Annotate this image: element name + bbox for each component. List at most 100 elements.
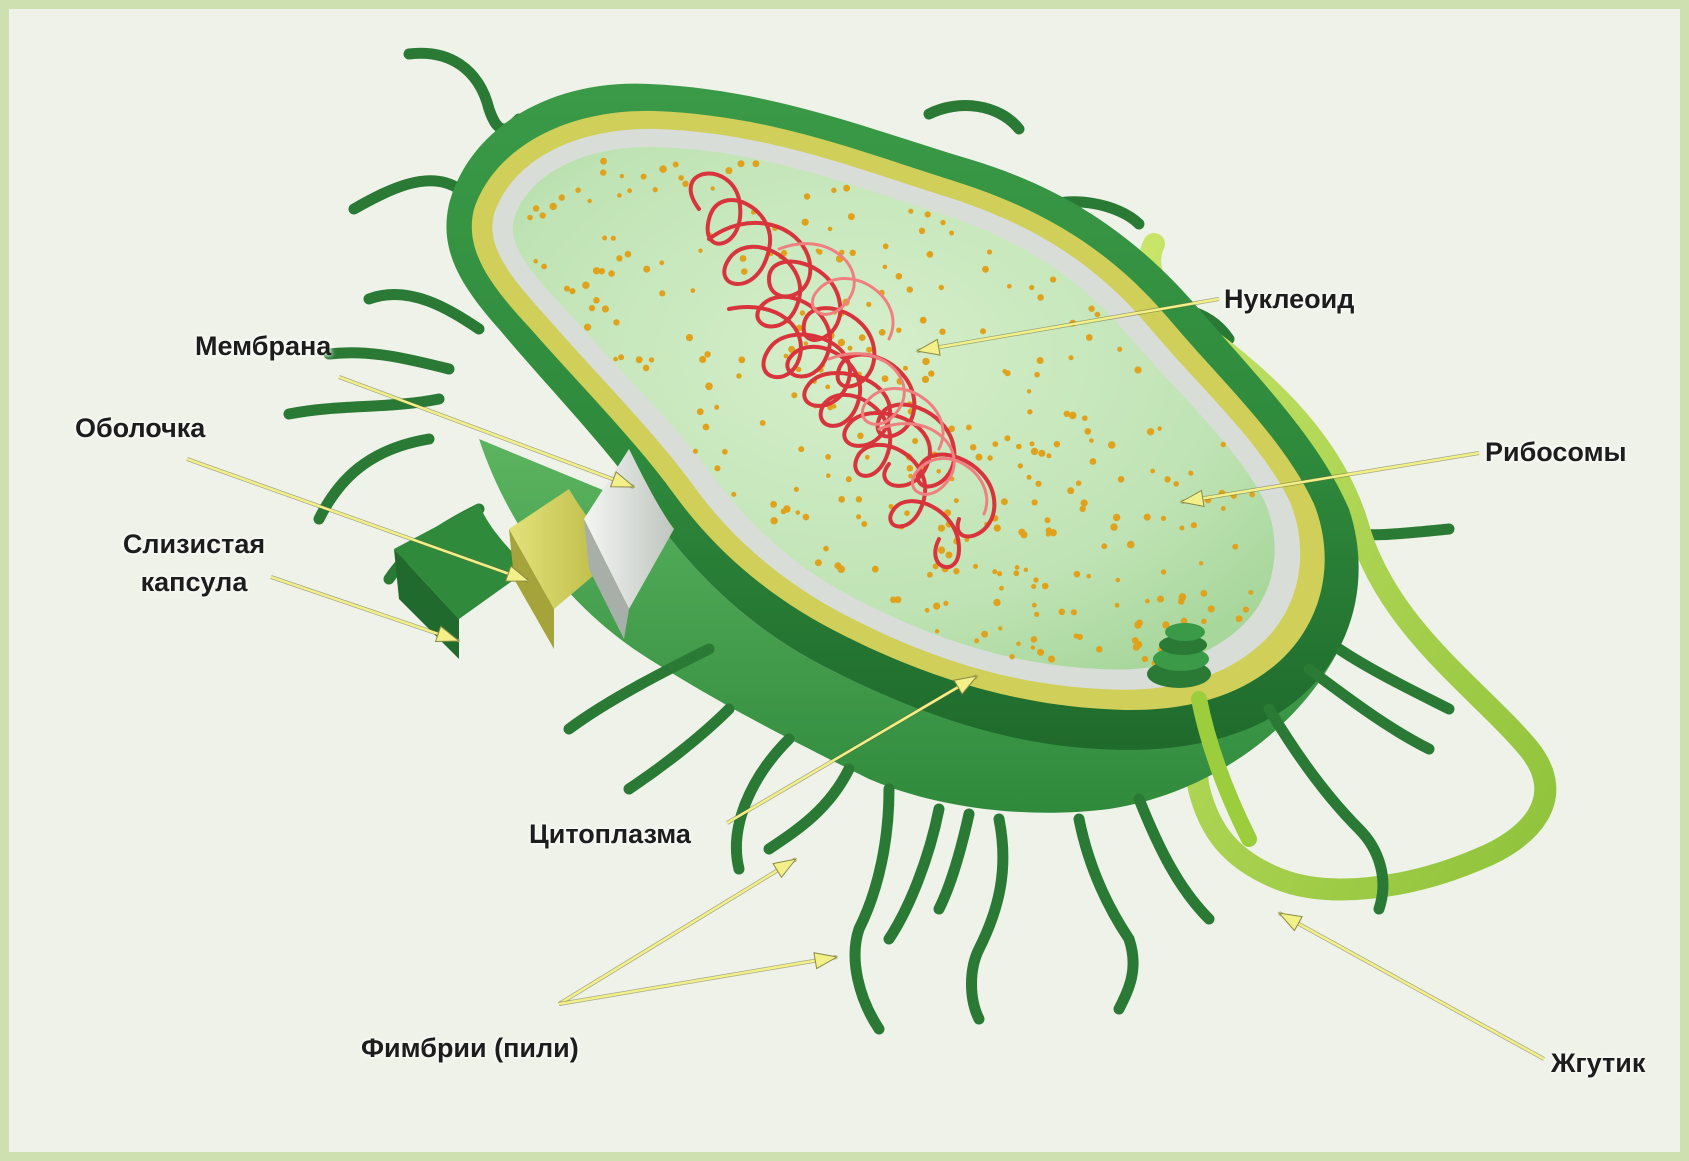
ribosome-dot [1069,355,1074,360]
ribosome-dot [527,215,533,221]
ribosome-dot [550,203,557,210]
ribosome-dot [1201,619,1207,625]
ribosome-dot [678,175,684,181]
ribosome-dot [1157,596,1164,603]
ribosome-dot [1035,481,1041,487]
ribosome-dot [1029,285,1034,290]
ribosome-dot [976,454,983,461]
ribosome-dot [866,347,872,353]
ribosome-dot [575,187,581,193]
ribosome-dot [922,358,929,365]
ribosome-dot [919,228,925,234]
ribosome-dot [1032,603,1037,608]
ribosome-dot [1009,654,1014,659]
ribosome-dot [1081,499,1088,506]
ribosome-dot [1038,450,1045,457]
ribosome-dot [1199,561,1203,565]
ribosome-dot [837,565,845,573]
ribosome-dot [970,444,976,450]
ribosome-dot [625,251,632,258]
ribosome-dot [817,249,823,255]
label-capsule: Слизистая капсула [109,525,279,601]
ribosome-dot [1059,609,1066,616]
ribosome-dot [883,265,888,270]
ribosome-dot [1074,571,1081,578]
ribosome-dot [803,514,810,521]
ribosome-dot [698,249,702,253]
ribosome-dot [848,346,853,351]
ribosome-dot [1157,426,1161,430]
ribosome-dot [770,501,777,508]
ribosome-dot [703,424,710,431]
ribosome-dot [1024,568,1028,572]
ribosome-dot [697,408,704,415]
ribosome-dot [939,329,945,335]
ribosome-dot [617,193,622,198]
ribosome-dot [920,317,927,324]
ribosome-dot [602,305,609,312]
ribosome-dot [908,209,913,214]
ribosome-dot [611,236,616,241]
ribosome-dot [1046,453,1051,458]
ribosome-dot [613,357,618,362]
ribosome-dot [992,441,998,447]
ribosome-dot [533,205,539,211]
ribosome-dot [800,310,806,316]
ribosome-dot [1071,609,1077,615]
label-capsule-line1: Слизистая [109,525,279,563]
ribosome-dot [704,351,710,357]
ribosome-dot [641,174,647,180]
ribosome-dot [939,285,944,290]
ribosome-dot [993,599,1000,606]
ribosome-dot [1016,642,1021,647]
ribosome-dot [1144,514,1151,521]
label-flagellum: Жгутик [1551,1044,1645,1082]
ribosome-dot [1085,428,1092,435]
ribosome-dot [1147,428,1154,435]
ribosome-dot [1164,476,1170,482]
ribosome-dot [738,160,745,167]
label-fimbriae: Фимбрии (пили) [361,1029,579,1067]
ribosome-dot [896,328,901,333]
ribosome-dot [802,219,809,226]
ribosome-dot [1118,476,1125,483]
ribosome-dot [838,496,845,503]
ribosome-dot [682,181,688,187]
ribosome-dot [731,492,736,497]
ribosome-dot [1027,389,1031,393]
ribosome-dot [1031,645,1035,649]
ribosome-dot [1033,577,1038,582]
ribosome-dot [760,420,766,426]
ribosome-dot [1037,294,1044,301]
ribosome-dot [1034,612,1039,617]
ribosome-dot [601,170,606,175]
ribosome-dot [1116,578,1121,583]
ribosome-dot [933,603,940,610]
ribosome-dot [1086,334,1093,341]
ribosome-dot [907,465,914,472]
ribosome-dot [1161,516,1166,521]
label-nucleoid: Нуклеоид [1224,280,1354,318]
ribosome-dot [741,268,748,275]
ribosome-dot [826,473,831,478]
ribosome-dot [882,375,889,382]
ribosome-dot [982,266,989,273]
ribosome-dot [1101,543,1107,549]
ribosome-dot [981,631,988,638]
ribosome-dot [1074,633,1079,638]
ribosome-dot [584,324,591,331]
ribosome-dot [804,193,810,199]
ribosome-dot [1015,565,1020,570]
ribosome-dot [838,339,845,346]
arrowhead-fimbriae-1 [773,859,796,877]
ribosome-dot [587,199,591,203]
ribosome-dot [1031,448,1038,455]
ribosome-dot [925,608,930,613]
ribosome-dot [1032,499,1038,505]
ribosome-dot [992,569,997,574]
ribosome-dot [599,268,605,274]
ribosome-dot [823,546,829,552]
ribosome-dot [1082,415,1088,421]
ribosome-dot [1086,574,1091,579]
ribosome-dot [1054,441,1060,447]
